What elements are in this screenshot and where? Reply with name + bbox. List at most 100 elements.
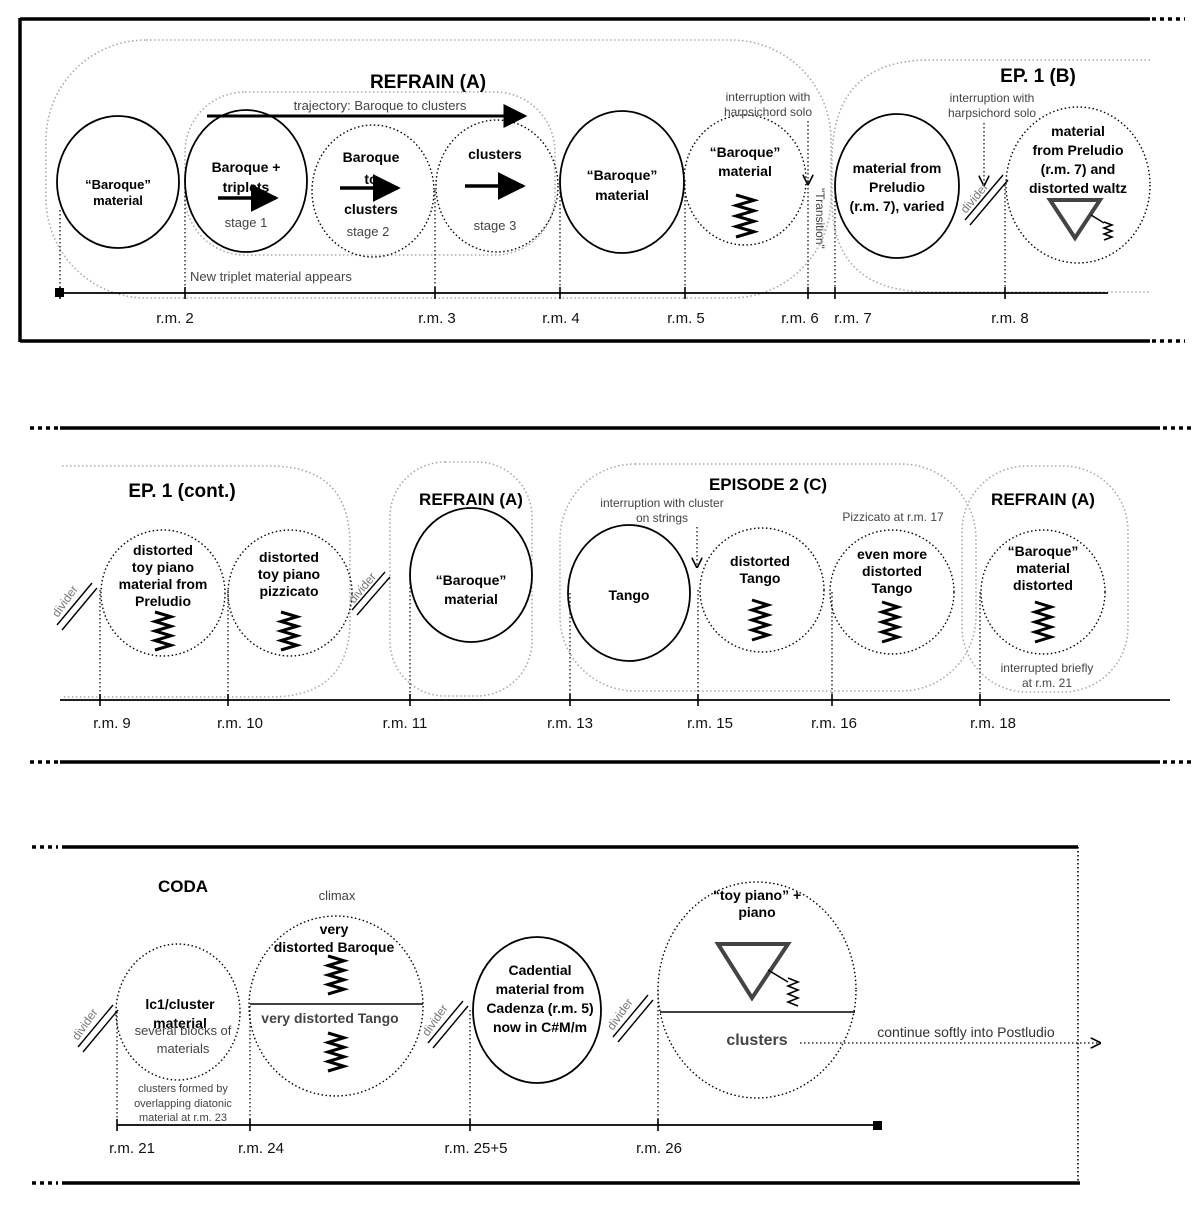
text-label: Baroque + [212, 159, 281, 175]
text-label: piano [738, 904, 775, 920]
circle-climax [248, 915, 424, 1097]
text-label: r.m. 24 [238, 1140, 284, 1157]
text-label: r.m. 9 [93, 715, 131, 732]
text-label: distorted [133, 542, 193, 558]
stage-label: stage 3 [474, 218, 517, 233]
divider-mark: divider [49, 582, 98, 631]
svg-text:“Baroque”material: “Baroque”material [587, 167, 658, 203]
text-label: r.m. 15 [687, 715, 733, 732]
text-label: harpsichord solo [724, 105, 812, 119]
spring-distortion-icon [275, 610, 303, 652]
spring-distortion-icon [876, 600, 904, 644]
text-label: Preludio [135, 593, 191, 609]
text-label: r.m. 11 [383, 715, 428, 732]
text-label: r.m. 4 [542, 310, 580, 327]
text-label: Baroque [343, 149, 400, 165]
text-label: clusters formed by [138, 1083, 228, 1095]
text-label: lc1/cluster [145, 996, 215, 1012]
circle-baroque-material-2 [559, 110, 685, 254]
circle-label: clusters [726, 1032, 787, 1049]
text-label: now in C#M/m [493, 1019, 587, 1035]
svg-text:“Baroque”material: “Baroque”material [710, 144, 781, 179]
circle-tango [567, 524, 691, 662]
section-title-ep1: EP. 1 (B) [1000, 66, 1076, 87]
climax-label: climax [319, 888, 356, 903]
circle-lc1-cluster [115, 943, 241, 1081]
text-label: toy piano [132, 559, 194, 575]
text-label: several blocks of [135, 1023, 232, 1038]
circle-cadential [472, 936, 602, 1084]
text-label: material [93, 193, 143, 208]
text-label: r.m. 21 [109, 1140, 155, 1157]
spring-distortion-icon [1029, 600, 1057, 644]
toy-piano-triangle-icon [1046, 198, 1104, 242]
text-label: r.m. 18 [970, 715, 1016, 732]
continue-label: continue softly into Postludio [877, 1024, 1055, 1040]
text-label: r.m. 16 [811, 715, 857, 732]
text-label: distorted [259, 549, 319, 565]
text-label: Tango [872, 580, 913, 596]
text-label: on strings [636, 511, 688, 525]
circle-preludio-waltz [1005, 106, 1151, 264]
circle-distorted-tango [699, 527, 825, 653]
text-label: distorted [730, 553, 790, 569]
text-label: interrupted briefly [1001, 661, 1094, 675]
new-triplet-label: New triplet material appears [190, 269, 352, 284]
text-label: pizzicato [259, 583, 318, 599]
text-label: toy piano [258, 566, 320, 582]
text-label: “Baroque” [1008, 543, 1079, 559]
section-title-coda: CODA [158, 877, 208, 896]
text-label: interruption with [726, 90, 811, 104]
spring-distortion-icon [322, 954, 350, 996]
circle-baroque-material [56, 115, 180, 249]
text-label: material from [853, 160, 942, 176]
circle-toy-piano-pizzicato [227, 529, 353, 657]
text-label: r.m. 10 [217, 715, 263, 732]
text-label: at r.m. 21 [1022, 676, 1072, 690]
text-label: harpsichord solo [948, 106, 1036, 120]
svg-text:r.m. 2r.m. 3r.m. 4r.m. 5r.m. 6: r.m. 2r.m. 3r.m. 4r.m. 5r.m. 6r.m. 7r.m.… [156, 310, 1029, 327]
section-title-refrain: REFRAIN (A) [991, 490, 1095, 509]
text-label: Cadenza (r.m. 5) [486, 1000, 593, 1016]
text-label: (r.m. 7) and [1041, 161, 1116, 177]
circle-baroque-harpsichord [683, 114, 807, 246]
circle-label: very distorted Tango [261, 1010, 398, 1026]
spring-distortion-icon [730, 193, 760, 239]
trajectory-label: trajectory: Baroque to clusters [294, 98, 467, 113]
text-label: r.m. 26 [636, 1140, 682, 1157]
divider-mark: divider [419, 1000, 469, 1049]
toy-piano-triangle-icon [714, 942, 792, 1002]
text-label: “Baroque” [85, 177, 151, 192]
text-label: interruption with cluster [600, 496, 723, 510]
text-label: r.m. 7 [834, 310, 872, 327]
text-label: “toy piano” + [713, 887, 801, 903]
svg-text:“toy piano” +piano: “toy piano” +piano [713, 887, 801, 920]
text-label: r.m. 2 [156, 310, 194, 327]
text-label: r.m. 3 [418, 310, 456, 327]
text-label: triplets [223, 179, 270, 195]
row-2: EP. 1 (cont.) REFRAIN (A) EPISODE 2 (C) … [30, 426, 1195, 764]
spring-distortion-icon [149, 610, 177, 652]
text-label: material from [119, 576, 208, 592]
text-label: “Baroque” [710, 144, 781, 160]
ep1-group [831, 59, 1150, 293]
text-label: divider [346, 570, 379, 606]
pizzicato-note: Pizzicato at r.m. 17 [842, 510, 944, 524]
spring-distortion-icon [322, 1031, 350, 1073]
text-label: r.m. 13 [547, 715, 593, 732]
episode2-group [559, 463, 977, 692]
text-label: distorted [1013, 577, 1073, 593]
text-label: Tango [740, 570, 781, 586]
text-label: distorted [862, 563, 922, 579]
svg-text:“Baroque”material: “Baroque”material [436, 572, 507, 607]
